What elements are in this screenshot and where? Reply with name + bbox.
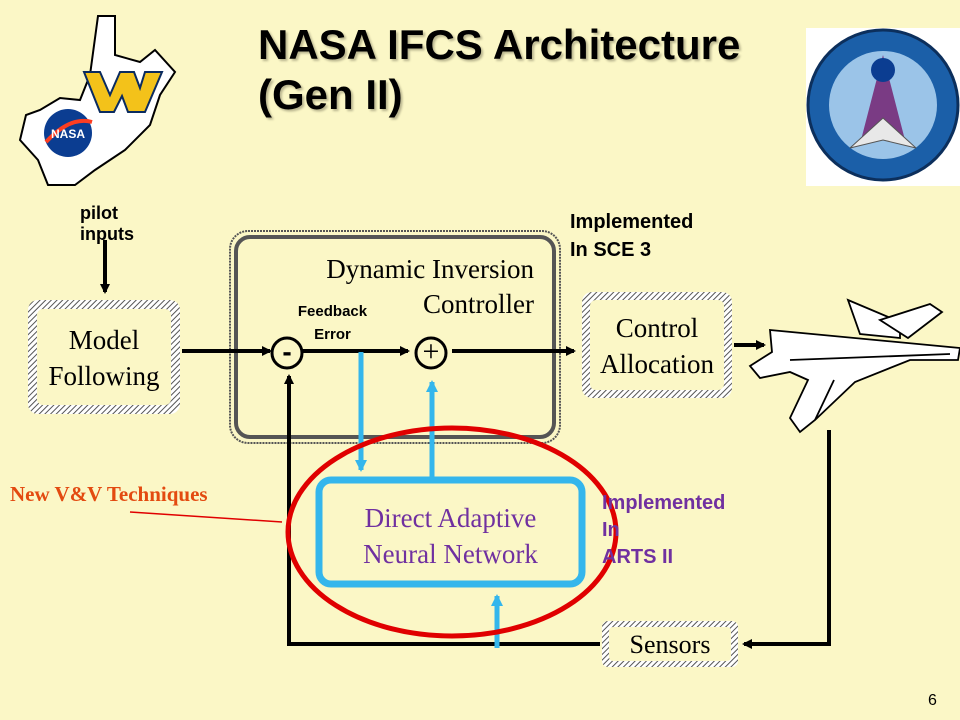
dic-title-line-1: Dynamic Inversion [326,254,534,284]
minus-sign: - [282,336,292,367]
neural-network-line-1: Direct Adaptive [364,503,537,533]
dic-title-line-2: Controller [423,289,534,319]
sce3-note-line-2: In SCE 3 [570,239,652,261]
pilot-inputs-line-2: inputs [80,224,134,244]
wvu-nasa-logo: NASA [18,15,177,186]
aircraft-icon [748,298,960,434]
feedback-error-line-2: Error [314,326,351,343]
feedback-error-line-1: Feedback [297,303,368,320]
page-title: NASA IFCS Architecture (Gen II) [258,20,740,120]
vv-techniques-label: New V&V Techniques [10,482,208,506]
title-line-1: NASA IFCS Architecture [258,21,741,68]
vv-focus-ellipse [285,425,619,639]
model-following-line-1: Model [68,325,140,355]
neural-network-box [315,476,586,588]
minus-junction [270,336,304,370]
arts-note: Implemented In ARTS II [602,490,725,571]
neural-network-line-2: Neural Network [363,539,538,569]
control-allocation-line-1: Control [615,313,699,343]
plus-junction [414,336,448,370]
arts-note-line-1: Implemented [602,492,726,514]
page-number: 6 [928,692,937,709]
ifcs-patch-logo [806,28,960,186]
control-allocation-line-2: Allocation [600,349,714,379]
arts-note-line-3: ARTS II [602,546,674,568]
dic-title: Dynamic Inversion Controller [292,252,534,322]
sce3-note-line-1: Implemented [570,211,694,233]
signal-lines [100,240,831,649]
vv-pointer-line [129,511,283,523]
sce3-note: Implemented In SCE 3 [570,208,693,264]
feedback-error-label: Feedback Error [280,300,385,346]
model-following-label: Model Following [37,322,171,394]
arts-note-line-2: In [602,519,620,541]
plus-sign: + [422,335,440,368]
sensors-label: Sensors [629,630,711,659]
control-allocation-label: Control Allocation [585,310,729,382]
svg-text:NASA: NASA [51,127,85,141]
pilot-inputs-line-1: pilot [80,203,118,223]
pilot-inputs-label: pilot inputs [80,203,134,245]
model-following-line-2: Following [48,361,160,391]
title-line-2: (Gen II) [258,71,403,118]
neural-network-label: Direct Adaptive Neural Network [322,500,579,572]
